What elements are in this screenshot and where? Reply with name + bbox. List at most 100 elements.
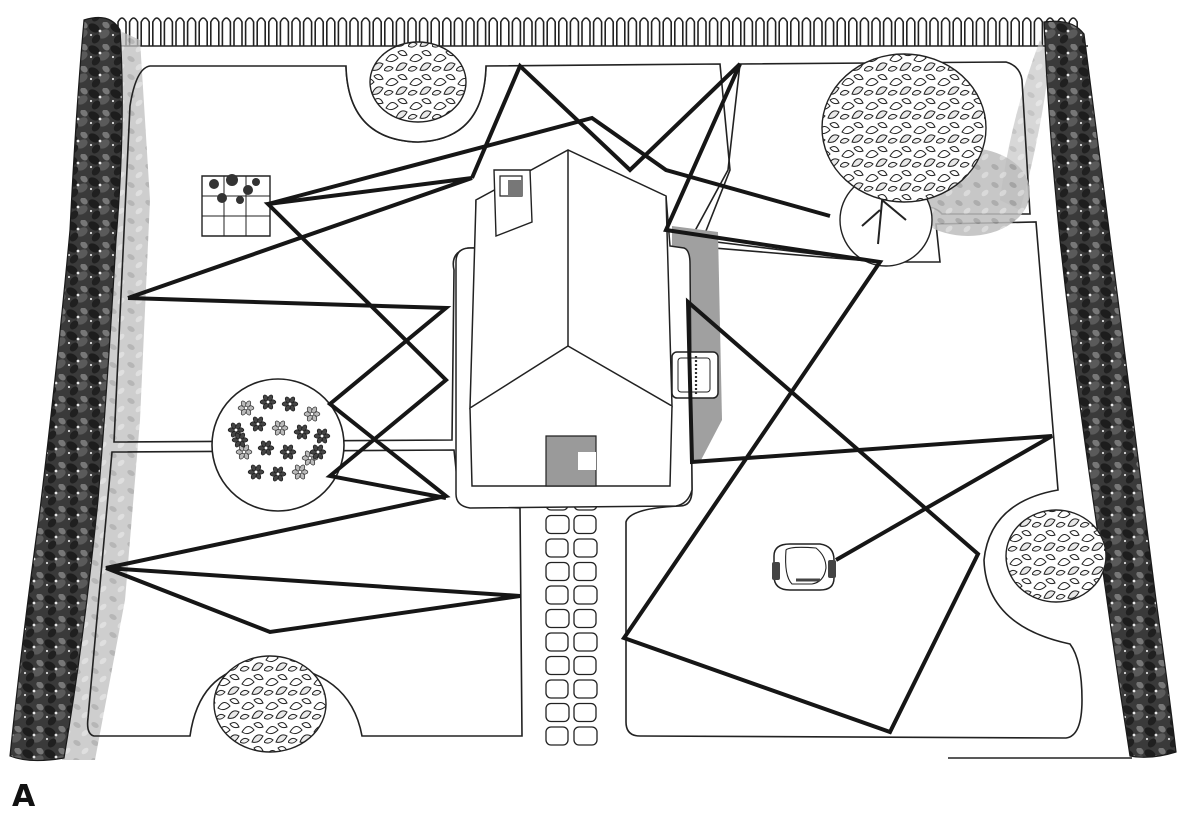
stepping-stone [545,702,570,723]
flower [259,394,277,410]
planter-box [201,174,271,237]
fence-picket [1068,17,1078,46]
fence-picket [952,17,962,46]
fence-picket [801,17,812,46]
flower [313,428,331,444]
fence-picket [650,17,661,46]
fence-picket [882,17,893,46]
fence-picket [964,17,974,46]
fence-picket [894,17,904,46]
stepping-stone [573,655,597,676]
flower [247,464,265,480]
fence-picket [453,17,464,46]
fence-picket [778,17,788,46]
chimney [493,169,533,238]
fence-picket [291,17,301,46]
planter-flowers [209,174,260,204]
fence-picket [697,17,707,46]
fence-picket [581,17,591,46]
stepping-stone [573,561,597,582]
fence-picket [210,17,220,46]
fence-picket [848,17,858,46]
stepping-stone [545,514,570,535]
stepping-stone [573,632,598,652]
flower [235,444,253,460]
flower [269,466,287,482]
stepping-stone [545,585,569,605]
bush-bottom [213,655,327,753]
fence-picket [198,17,208,46]
fence-picket [500,17,510,46]
fence-picket [140,17,150,46]
stepping-stone [545,726,569,746]
fence-picket [558,17,568,46]
stepping-stone [545,608,570,629]
fence-picket [1033,17,1044,46]
fence-picket [639,17,649,46]
fence-picket [372,17,382,46]
charging-station [671,351,719,399]
fence-picket [929,17,939,46]
fence-picket [662,17,672,46]
fence-picket [975,17,986,46]
fence-picket [302,17,313,46]
robotic-mower [772,543,836,591]
stepping-stone [573,679,598,699]
flower [291,464,309,480]
stepping-stone [545,538,569,558]
mowing-path [105,296,521,635]
flower-bed [211,378,345,512]
picket-fence [117,17,1088,47]
fence-picket [534,17,545,46]
stepping-stone [545,561,570,582]
fence-picket [384,17,394,46]
fence-picket [859,17,870,46]
fence-picket [616,17,626,46]
fence-picket [871,17,881,46]
flower [237,400,255,416]
stepping-stone [545,679,569,699]
flower [271,420,289,436]
fence-picket [732,17,742,46]
flower [249,416,267,432]
fence-picket [488,17,498,46]
mowing-path-loop [267,115,831,218]
fence-picket [766,17,777,46]
fence-picket [442,17,452,46]
flower [281,396,299,412]
tree [821,53,1030,267]
fence-picket [998,17,1009,46]
fence-picket [987,17,997,46]
stepping-stone [573,585,598,605]
fence-picket [523,17,533,46]
stepping-stone [573,608,597,629]
flower [309,444,327,460]
fence-picket [755,17,765,46]
flower [257,440,275,456]
fence-picket [743,17,754,46]
fence-picket [569,17,580,46]
fence-picket [708,17,719,46]
fence-picket [917,17,928,46]
fence-picket [592,17,603,46]
fence-picket [314,17,324,46]
fence-picket [349,17,359,46]
fence-picket [813,17,823,46]
fence-picket [720,17,730,46]
fence-picket [152,17,162,46]
stepping-stone [573,726,598,746]
fence-picket [430,17,440,46]
fence-picket [906,17,916,46]
mowing-path-top [470,62,1053,735]
fence-picket [360,17,371,46]
figure-label: A [12,779,36,814]
fence-picket [790,17,800,46]
fence-picket [163,17,174,46]
fence-picket [627,17,638,46]
bush-top [345,41,487,143]
fence-picket [175,17,185,46]
fence-picket [326,17,336,46]
fence-picket [604,17,614,46]
fence-picket [186,17,197,46]
flower [279,444,297,460]
